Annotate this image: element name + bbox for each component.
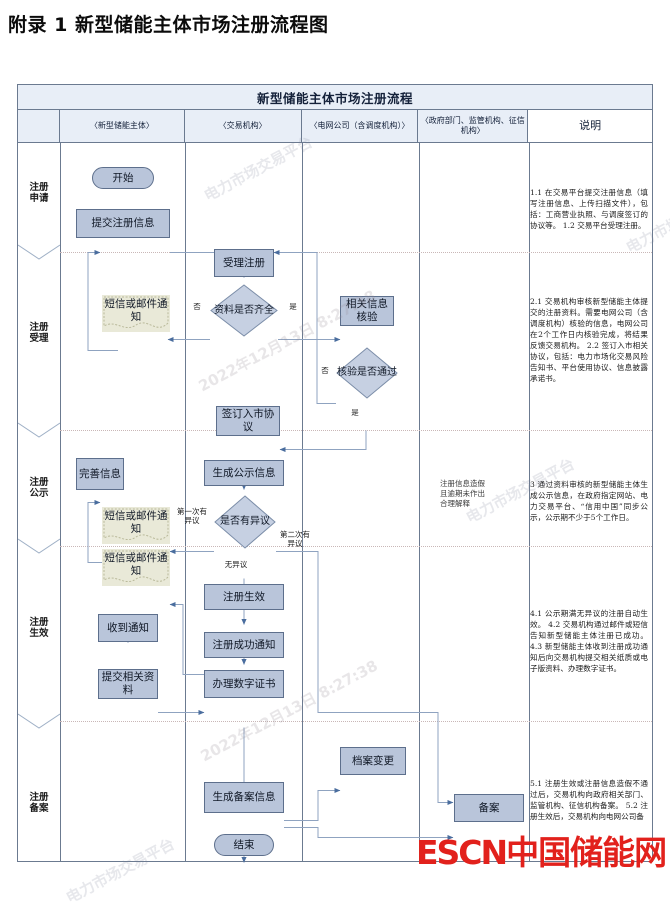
diamond-shape-2 — [336, 347, 398, 399]
wavy-note-shape-1 — [103, 296, 169, 329]
sms-email-notice-1-text: 短信或邮件通知 — [104, 297, 168, 323]
phase-0-line2: 申请 — [29, 192, 49, 204]
lane-divider-4 — [529, 143, 530, 862]
sms-email-notice-3-text: 短信或邮件通知 — [104, 551, 168, 577]
lane-divider-2 — [302, 143, 303, 862]
node-accept-registration[interactable]: 受理注册 — [214, 249, 274, 277]
note-block-1: 1.1 在交易平台提交注册信息（填写注册信息、上传扫描文件），包括：工商营业执照… — [530, 188, 648, 230]
phase-2-line1: 注册 — [29, 477, 49, 488]
header-col-notes: 说明 — [528, 110, 652, 142]
lane-divider-1 — [185, 143, 186, 862]
phase-label-publicity: 注册 公示 — [18, 477, 60, 500]
page-title: 附录 1 新型储能主体市场注册流程图 — [8, 14, 329, 36]
node-related-info-verification[interactable]: 相关信息核验 — [340, 296, 394, 326]
node-decision-verification-pass[interactable]: 核验是否通过 — [336, 347, 398, 399]
phase-label-filing: 注册 备案 — [18, 792, 60, 815]
note-block-4: 4.1 公示期满无异议的注册自动生效。 4.2 交易机构通过邮件或短信告知新型储… — [530, 609, 648, 673]
edge-label-yes-1: 是 — [289, 302, 297, 311]
node-registration-success-notice[interactable]: 注册成功通知 — [204, 632, 284, 658]
node-improve-info[interactable]: 完善信息 — [76, 458, 124, 490]
note-block-5: 5.1 注册生效或注册信息造假不通过后，交易机构向政府相关部门、监管机构、征信机… — [530, 779, 648, 821]
edge-label-no-1: 否 — [193, 302, 201, 311]
edge-label-no-objection: 无异议 — [224, 560, 248, 569]
phase-1-line1: 注册 — [29, 322, 49, 333]
edge-label-first-objection: 第一次有异议 — [177, 507, 207, 525]
node-start[interactable]: 开始 — [92, 167, 154, 189]
header-col-grid: 〈电网公司（含调度机构）〉 — [301, 110, 419, 142]
lane-divider-0 — [60, 143, 61, 862]
chart-title: 新型储能主体市场注册流程 — [18, 85, 652, 110]
note-block-3: 3 通过资料审核的新型储能主体生成公示信息，在政府指定网站、电力交易平台、“信用… — [530, 480, 648, 522]
phase-separator-3 — [60, 546, 652, 547]
diamond-shape-1 — [210, 284, 278, 337]
phase-label-application: 注册 申请 — [18, 182, 60, 205]
header-phase-col — [18, 110, 60, 142]
edge-label-yes-2: 是 — [351, 408, 359, 417]
header-col-government: 〈政府部门、监管机构、征信机构〉 — [418, 110, 529, 142]
diamond-shape-3 — [214, 495, 276, 549]
node-generate-publicity-info[interactable]: 生成公示信息 — [204, 460, 284, 486]
phase-label-effective: 注册 生效 — [18, 617, 60, 640]
node-handle-digital-certificate[interactable]: 办理数字证书 — [204, 670, 284, 698]
phase-separator-1 — [60, 252, 652, 253]
node-filing[interactable]: 备案 — [454, 794, 524, 822]
phase-3-line1: 注册 — [29, 617, 49, 628]
phase-separator-2 — [60, 430, 652, 431]
escn-logo-latin: ESCN — [416, 833, 508, 872]
decision-data-complete-text: 资料是否齐全 — [214, 304, 274, 316]
column-header-row: 〈新型储能主体〉 〈交易机构〉 〈电网公司（含调度机构）〉 〈政府部门、监管机构… — [18, 110, 652, 143]
lane-divider-3 — [419, 143, 420, 862]
edge-label-second-objection: 第二次有异议 — [280, 530, 310, 548]
wavy-note-shape-3 — [103, 550, 169, 583]
node-receive-notice[interactable]: 收到通知 — [98, 614, 158, 642]
note-block-2: 2.1 交易机构审核新型储能主体提交的注册资料。需要电网公司（含调度机构）核验的… — [530, 297, 648, 383]
header-col-exchange: 〈交易机构〉 — [184, 110, 302, 142]
phase-4-line2: 备案 — [29, 802, 49, 814]
flowchart-table: 新型储能主体市场注册流程 〈新型储能主体〉 〈交易机构〉 〈电网公司（含调度机构… — [17, 84, 653, 863]
sms-email-notice-2-text: 短信或邮件通知 — [104, 509, 168, 535]
phase-chevrons — [18, 244, 60, 729]
node-decision-has-objection[interactable]: 是否有异议 — [214, 495, 276, 549]
phase-label-acceptance: 注册 受理 — [18, 322, 60, 345]
escn-logo-cn: 中国储能网 — [506, 833, 667, 872]
node-end[interactable]: 结束 — [214, 834, 274, 856]
edge-label-no-2: 否 — [321, 366, 329, 375]
phase-2-line2: 公示 — [29, 487, 49, 499]
phase-separator-4 — [60, 721, 652, 722]
node-generate-filing-info[interactable]: 生成备案信息 — [204, 782, 284, 813]
wavy-note-shape-2 — [103, 508, 169, 541]
annotation-fraud-note: 注册信息造假且逾期未作出合理解释 — [440, 479, 485, 509]
decision-verification-pass-text: 核验是否通过 — [337, 367, 397, 378]
node-registration-effective[interactable]: 注册生效 — [204, 584, 284, 610]
decision-has-objection-text: 是否有异议 — [220, 516, 270, 527]
node-submit-related-materials[interactable]: 提交相关资料 — [98, 669, 158, 699]
node-decision-data-complete[interactable]: 资料是否齐全 — [210, 284, 278, 337]
node-sms-email-notice-2[interactable]: 短信或邮件通知 — [102, 507, 170, 544]
node-archive-change[interactable]: 档案变更 — [340, 747, 406, 775]
flowchart-body: 注册 申请 注册 受理 注册 公示 注册 生效 注册 备案 — [18, 143, 652, 863]
phase-1-line2: 受理 — [29, 332, 49, 344]
node-sign-market-agreement[interactable]: 签订入市协议 — [216, 406, 280, 436]
node-sms-email-notice-1[interactable]: 短信或邮件通知 — [102, 295, 170, 332]
escn-logo: ESCN中国储能网 — [416, 833, 667, 872]
phase-4-line1: 注册 — [29, 792, 49, 803]
phase-3-line2: 生效 — [29, 627, 49, 639]
node-sms-email-notice-3[interactable]: 短信或邮件通知 — [102, 549, 170, 586]
phase-0-line1: 注册 — [29, 182, 49, 193]
node-submit-registration-info[interactable]: 提交注册信息 — [76, 209, 170, 238]
header-col-entity: 〈新型储能主体〉 — [59, 110, 185, 142]
